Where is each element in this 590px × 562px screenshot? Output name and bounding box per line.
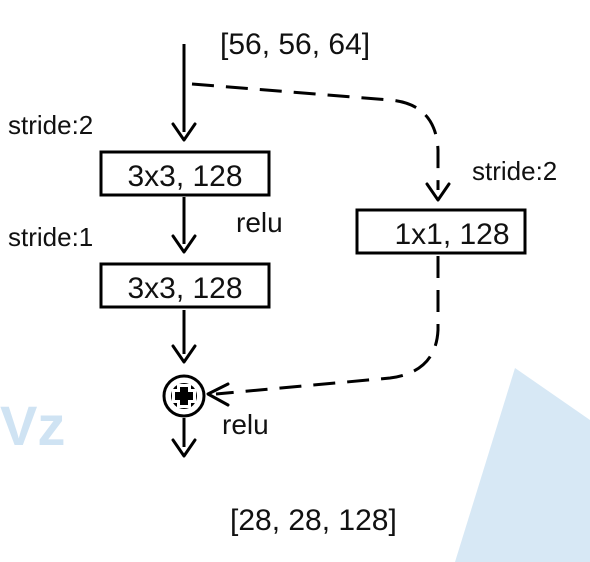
arrowhead-to-conv1 <box>171 122 197 142</box>
stride-label-conv1: stride:2 <box>8 110 93 140</box>
arrowhead-to-output <box>171 438 197 458</box>
input-shape-label: [56, 56, 64] <box>220 28 370 61</box>
arrowhead-to-conv2 <box>171 234 197 254</box>
conv2-label: 3x3, 128 <box>127 272 242 305</box>
arrowhead-to-add <box>171 344 197 364</box>
conv1-label: 3x3, 128 <box>127 160 242 193</box>
output-shape-label: [28, 28, 128] <box>230 504 397 537</box>
stride-label-conv2: stride:1 <box>8 222 93 252</box>
watermark-shape <box>455 368 590 562</box>
arrowhead-shortcut-to-add <box>206 382 230 407</box>
shortcut-dashed-path-out <box>215 256 440 396</box>
relu-label-2: relu <box>222 409 269 440</box>
conv1-box <box>99 150 271 197</box>
watermark-text: Vz <box>0 394 65 457</box>
relu-label-1: relu <box>236 207 283 238</box>
shortcut-dashed-path-in <box>191 82 440 190</box>
add-node <box>162 374 206 418</box>
conv2-box <box>99 262 271 309</box>
arrowhead-to-shortcut-conv <box>425 182 451 202</box>
shortcut-conv-box <box>355 208 527 255</box>
shortcut-conv-label: 1x1, 128 <box>394 218 509 251</box>
stride-label-shortcut: stride:2 <box>472 156 557 186</box>
